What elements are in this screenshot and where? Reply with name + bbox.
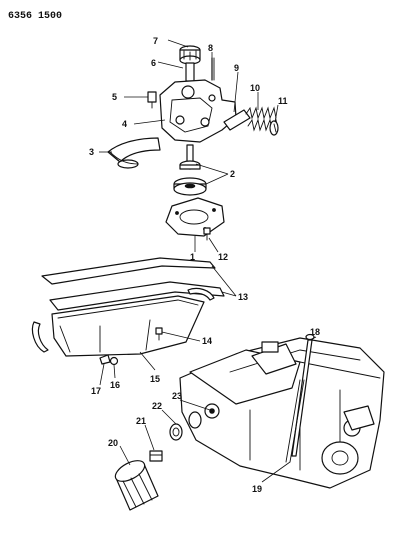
callout-numbers: 7 6 8 9 10 11 5 4 3 2 1 12 13 14 15 16 1… — [89, 36, 320, 494]
engine-block — [179, 337, 385, 489]
callout-7: 7 — [153, 36, 158, 46]
callout-16: 16 — [110, 380, 120, 390]
adapter-gasket — [188, 411, 202, 429]
callout-21: 21 — [136, 416, 146, 426]
cotter-pin — [211, 57, 215, 81]
pump-cover — [165, 197, 225, 237]
callout-10: 10 — [250, 83, 260, 93]
callout-20: 20 — [108, 438, 118, 448]
filter-connector-nipple — [149, 450, 163, 462]
callout-15: 15 — [150, 374, 160, 384]
relief-valve-plunger — [223, 109, 251, 131]
diagram-id: 6356 1500 — [8, 11, 62, 22]
callout-2: 2 — [230, 169, 235, 179]
callout-17: 17 — [91, 386, 101, 396]
callout-22: 22 — [152, 401, 162, 411]
callout-3: 3 — [89, 147, 94, 157]
drain-plug — [99, 354, 111, 365]
callout-11: 11 — [278, 96, 288, 106]
callout-1: 1 — [190, 252, 195, 262]
callout-8: 8 — [208, 43, 213, 53]
pump-rotor-shaft — [179, 144, 201, 170]
cover-bolt — [203, 227, 211, 241]
oil-filter — [114, 460, 159, 511]
mounting-bolt — [147, 91, 157, 109]
pan-bolt — [155, 327, 163, 341]
oil-pan — [51, 295, 205, 357]
callout-18: 18 — [310, 327, 320, 337]
leader-lines — [99, 39, 317, 483]
filter-adapter-seal — [169, 423, 183, 441]
callout-13: 13 — [238, 292, 248, 302]
callout-9: 9 — [234, 63, 239, 73]
callout-12: 12 — [218, 252, 228, 262]
oil-pump-body — [159, 79, 237, 143]
callout-6: 6 — [151, 58, 156, 68]
oil-filter-adapter — [204, 403, 220, 419]
callout-5: 5 — [112, 92, 117, 102]
callout-23: 23 — [172, 391, 182, 401]
oil-pump-drive-gear — [179, 45, 201, 82]
oil-pickup-tube — [107, 137, 161, 169]
relief-valve-retainer — [269, 120, 279, 136]
callout-19: 19 — [252, 484, 262, 494]
dipstick-tube — [285, 379, 305, 463]
pump-rotor-outer — [173, 177, 207, 196]
pan-gasket-set — [31, 257, 225, 353]
callout-14: 14 — [202, 336, 212, 346]
drain-plug-gasket — [109, 356, 119, 366]
callout-4: 4 — [122, 119, 127, 129]
